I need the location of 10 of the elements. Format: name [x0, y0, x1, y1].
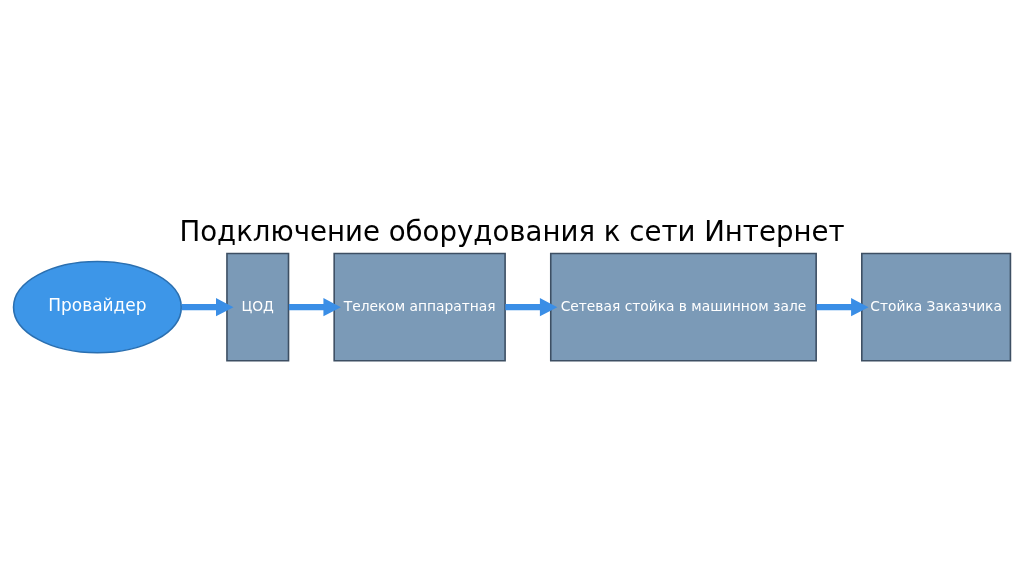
node-box: Стойка Заказчика [861, 252, 1012, 362]
diagram-title: Подключение оборудования к сети Интернет [179, 214, 845, 248]
node-box: Сетевая стойка в машинном зале [549, 252, 817, 362]
arrow [288, 297, 341, 316]
node-box: Телеком аппаратная [333, 252, 506, 362]
arrow [816, 297, 869, 316]
arrow [181, 297, 234, 316]
arrow [505, 297, 558, 316]
node-ellipse: Провайдер [12, 260, 183, 354]
node-box: ЦОД [226, 252, 290, 362]
